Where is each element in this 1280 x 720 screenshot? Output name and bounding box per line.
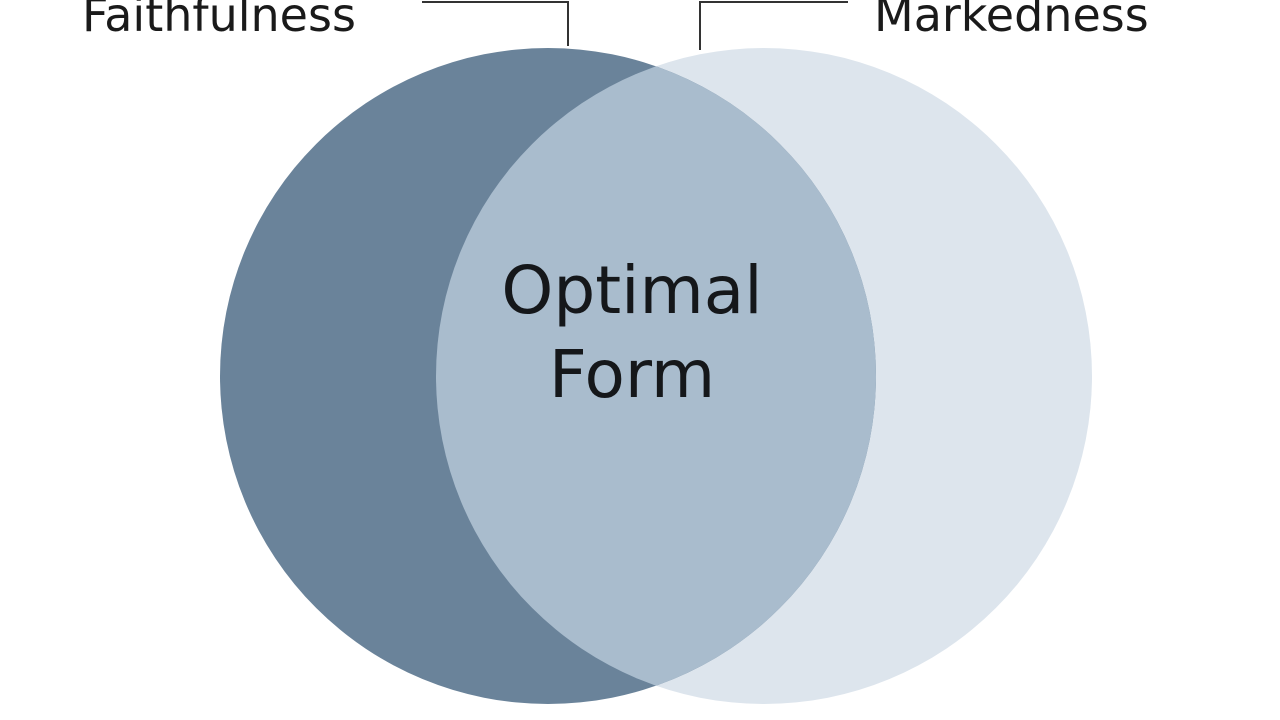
- intersection-label-line2: Form: [548, 336, 716, 413]
- intersection-label-line1: Optimal: [501, 252, 763, 329]
- markedness-label: Markedness: [874, 0, 1149, 42]
- intersection-region: [436, 48, 876, 704]
- markedness-leader-line: [699, 1, 848, 50]
- faithfulness-leader-line: [422, 1, 569, 46]
- faithfulness-label: Faithfulness: [82, 0, 356, 42]
